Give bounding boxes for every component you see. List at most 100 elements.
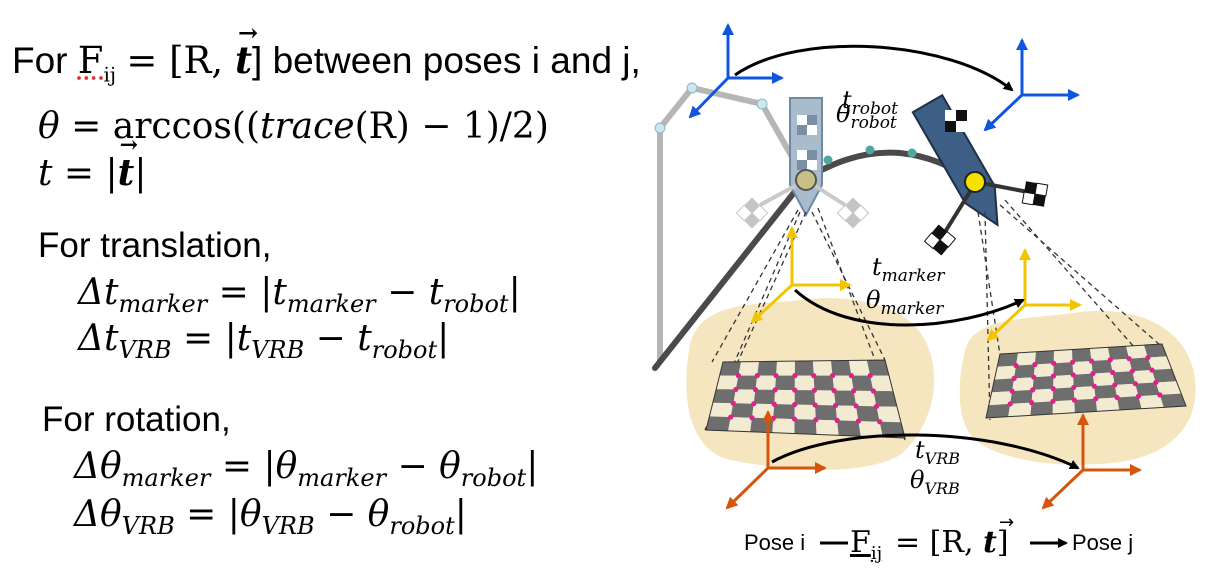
dth-marker-end: | <box>526 446 539 487</box>
checker-square <box>1073 386 1096 401</box>
checker-square <box>1034 350 1054 365</box>
checker-square <box>988 391 1013 406</box>
corner-dot <box>1050 373 1057 379</box>
caption-f-sub: ij <box>871 543 882 564</box>
corner-dot <box>853 403 859 409</box>
checker-square <box>832 375 854 391</box>
corner-dot <box>813 417 819 423</box>
dth-marker-eq: = |θ <box>210 446 298 487</box>
checker-square <box>1135 382 1160 397</box>
corner-dot <box>1107 357 1113 363</box>
theta-vrb-label: θVRB <box>910 466 960 498</box>
corner-dot <box>1070 372 1076 378</box>
joint-dot <box>865 145 875 155</box>
checker-square <box>851 375 874 391</box>
corner-dot <box>870 388 876 394</box>
vector-arrow-icon: → <box>119 132 139 158</box>
theta-vrb-base: θ <box>910 466 925 494</box>
checker-square <box>1110 358 1133 373</box>
checker-square <box>853 390 877 407</box>
dt-marker-sub3: robot <box>443 290 509 319</box>
checker-square <box>1155 381 1182 395</box>
intro-prefix: For <box>12 40 78 81</box>
corner-dot <box>1011 375 1017 381</box>
checker-square <box>867 360 889 376</box>
dt-marker-end: | <box>508 272 521 313</box>
t-robot-label: trobot <box>842 86 898 119</box>
marker-transform-arrow <box>793 288 1025 327</box>
checker-square <box>1126 345 1148 359</box>
checkerboard-right <box>985 343 1187 419</box>
joint-dot <box>756 98 768 110</box>
checker-square <box>1092 372 1115 387</box>
vrb-transform-arrow <box>771 433 1080 470</box>
dt-marker-mid: − t <box>375 272 444 313</box>
checker-square <box>750 417 774 433</box>
checker-square <box>815 419 839 436</box>
checker-square <box>1108 346 1130 360</box>
checker-square <box>751 403 775 419</box>
t-vector: →t <box>235 18 258 82</box>
corner-dot <box>1013 363 1019 369</box>
dt-marker-lhs: Δt <box>78 272 119 313</box>
checker-square <box>794 404 816 420</box>
checker-square <box>1031 388 1054 403</box>
checker-square <box>1032 376 1054 390</box>
dt-marker-formula: Δtmarker = |tmarker − trobot| <box>78 272 521 318</box>
corner-dot <box>1069 359 1076 365</box>
checker-square <box>776 361 795 376</box>
trace-text: trace <box>259 106 355 147</box>
theta-eq: = arccos(( <box>71 106 260 147</box>
theta-robot-sub: robot <box>850 113 896 133</box>
checker-square <box>1053 374 1074 389</box>
caption-close: ] <box>997 525 1009 560</box>
t-robot-base: t <box>842 86 852 114</box>
theta-marker-base: θ <box>866 286 881 314</box>
pose-j-label: Pose j <box>1072 530 1133 555</box>
theta-robot-label: θrobot <box>836 100 897 133</box>
dth-marker-sub3: robot <box>460 464 527 493</box>
checker-square <box>835 405 859 422</box>
t-eq: = | <box>63 153 118 194</box>
checkerboard-outline <box>705 359 906 439</box>
checker-square <box>794 390 816 406</box>
checker-square <box>709 402 734 418</box>
checker-square <box>813 360 833 376</box>
corner-dot <box>1129 368 1135 374</box>
corner-dot <box>1007 401 1013 407</box>
checker-square <box>772 418 795 434</box>
corner-dot <box>1149 367 1155 373</box>
theta-definition: θ = arccos((trace(R) − 1)/2) <box>38 106 549 147</box>
checker-square <box>1010 389 1033 404</box>
dtheta-vrb-formula: ΔθVRB = |θVRB − θrobot| <box>74 494 467 540</box>
corner-dot <box>791 416 798 422</box>
theta-marker-sub: marker <box>880 299 944 319</box>
dth-vrb-eq: = |θ <box>174 494 262 535</box>
checker-square <box>837 420 861 437</box>
checker-square <box>1033 363 1054 378</box>
caption-f-letter: F <box>850 525 871 560</box>
checker-square <box>814 390 836 406</box>
corner-dot <box>1157 392 1163 398</box>
dt-marker-sub2: marker <box>286 290 376 319</box>
corner-dot <box>848 373 854 379</box>
robot-frame-pose-i <box>688 23 784 119</box>
corner-dot <box>873 403 880 409</box>
joint-dot <box>823 155 833 165</box>
corner-dot <box>1126 356 1132 362</box>
checker-square <box>1132 370 1156 384</box>
corner-dot <box>877 419 883 425</box>
robot-transform-arrow <box>734 44 1014 92</box>
corner-dot <box>733 386 739 393</box>
dt-marker-eq: = |t <box>207 272 287 313</box>
dth-vrb-lhs-sub: VRB <box>121 512 175 541</box>
caption-f-ij: Fij <box>850 525 882 564</box>
dth-vrb-mid: − θ <box>314 494 390 535</box>
corner-dot <box>1091 383 1097 389</box>
vrb-frame-pose-i <box>725 410 827 510</box>
t-vrb-sub: VRB <box>925 449 961 468</box>
checker-square <box>1074 398 1098 413</box>
checker-square <box>1159 393 1186 408</box>
corner-dot <box>834 417 840 423</box>
corner-dot <box>752 387 759 393</box>
